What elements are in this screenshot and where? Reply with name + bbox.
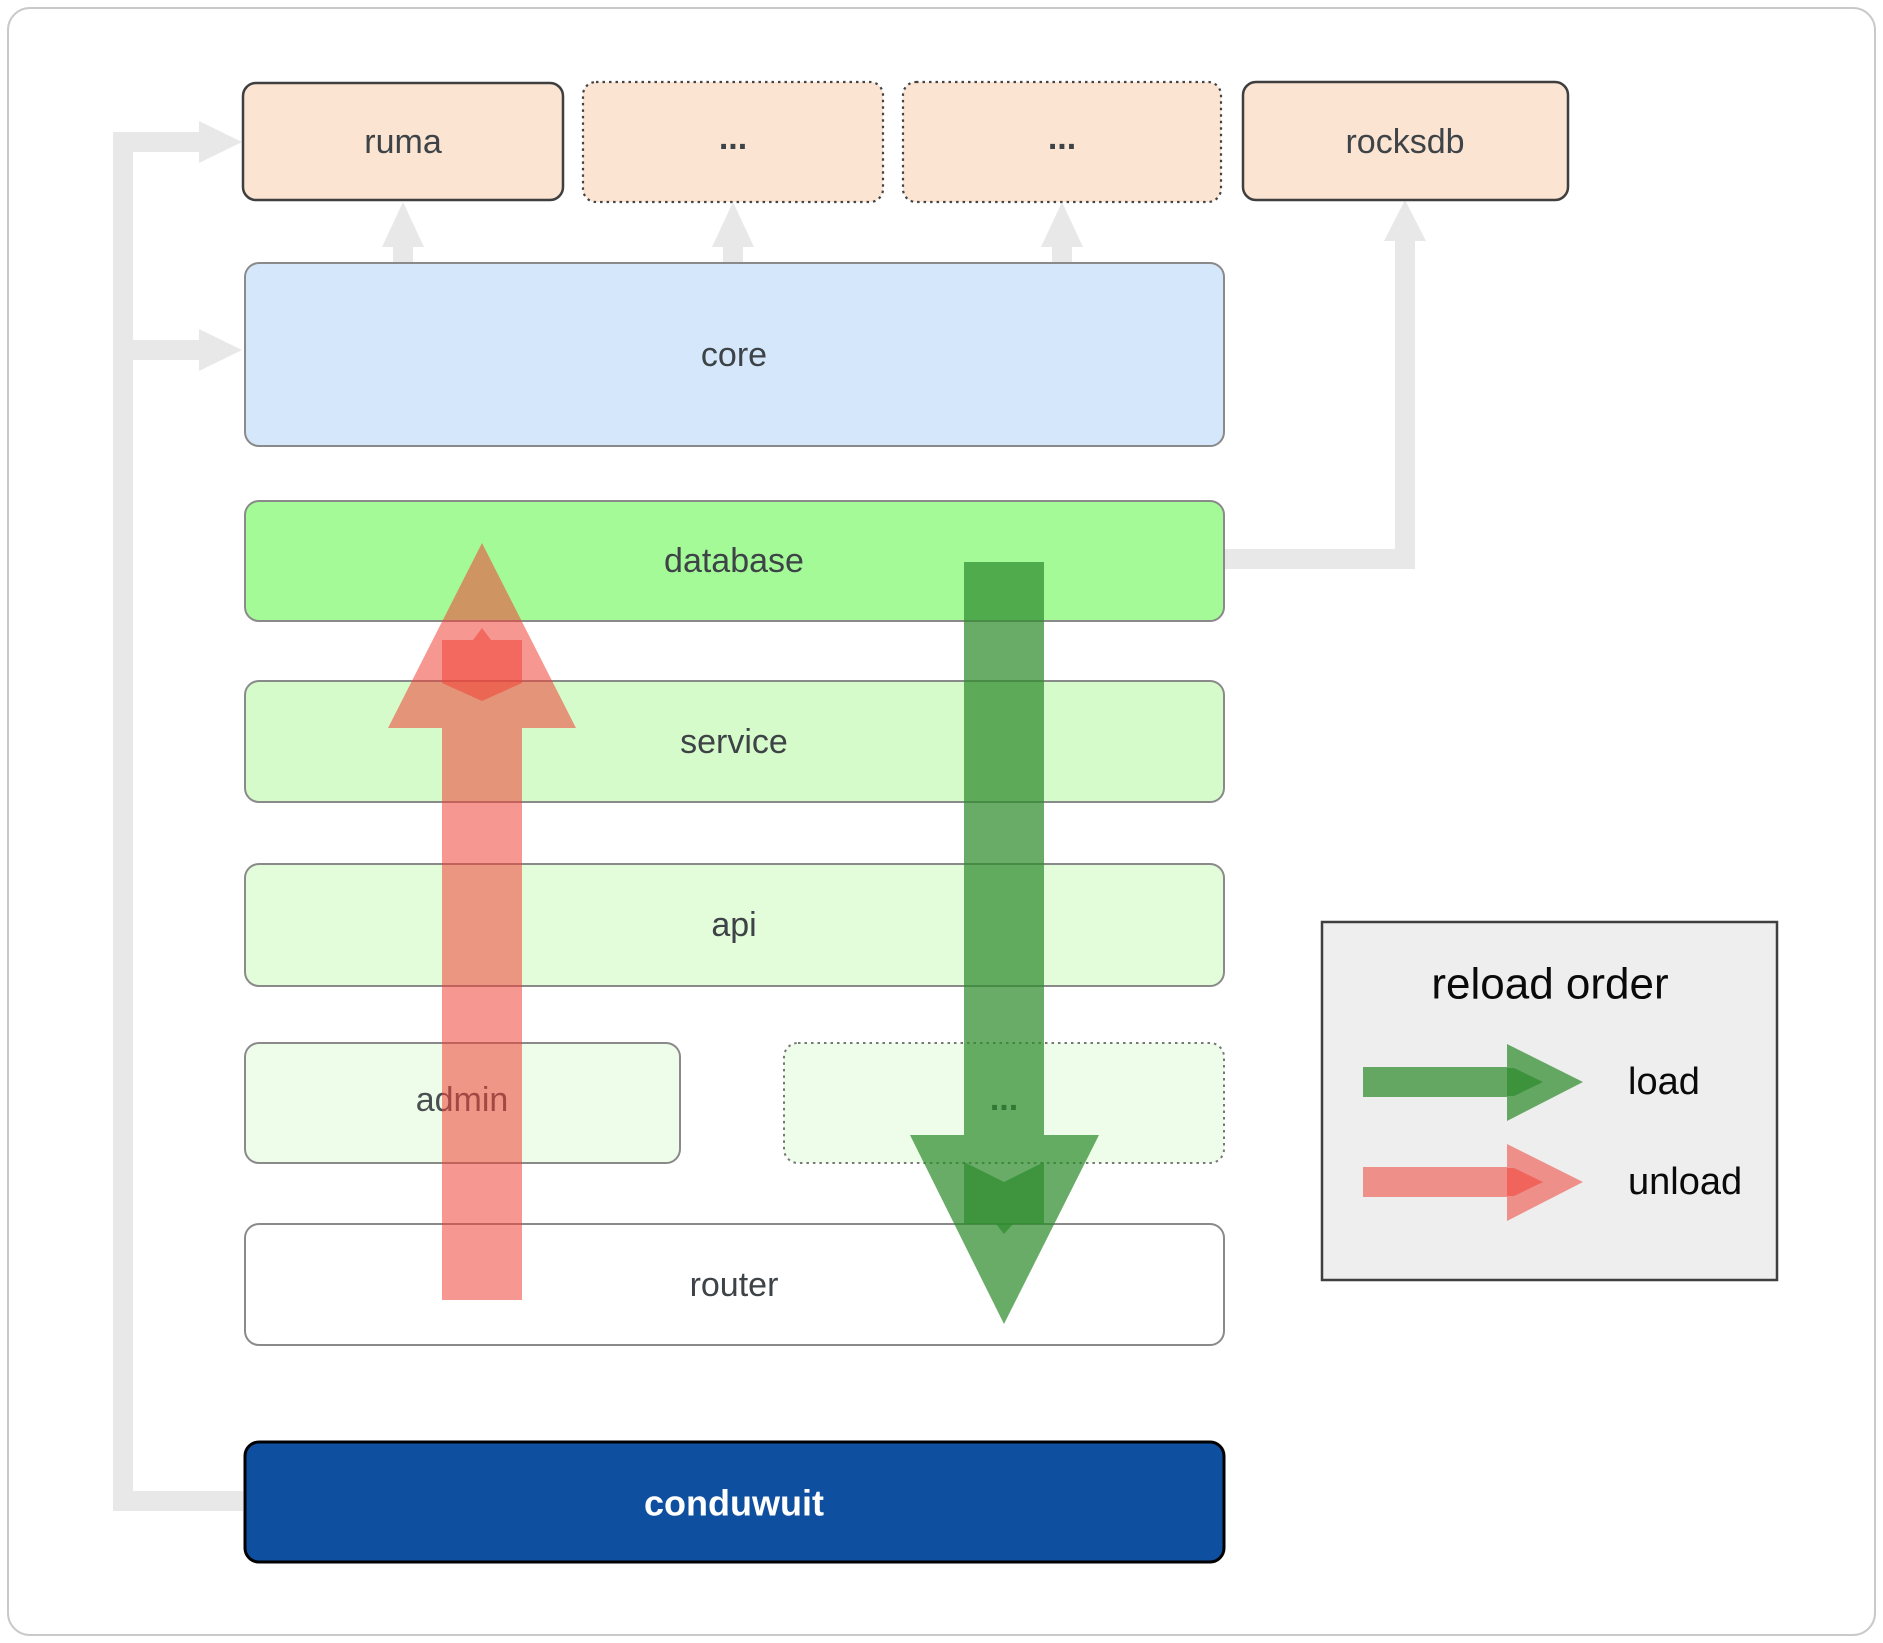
box-core: [244, 262, 1225, 447]
load-arrow-body: [910, 562, 1099, 1324]
box-rocksdb: [1241, 80, 1570, 202]
unload-arrow-body: [388, 543, 576, 1300]
connector-group: [113, 121, 1426, 1511]
arrowhead-into-core: [199, 329, 242, 371]
legend-unload-arrow: [1363, 1144, 1583, 1221]
label-conduwuit: conduwuit: [644, 1483, 824, 1524]
box-dep3: [901, 80, 1223, 204]
legend-load-arrow-echo: [1507, 1068, 1543, 1096]
arrowhead-into-rocksdb: [1384, 200, 1426, 241]
load-arrow: [910, 562, 1099, 1324]
box-dep2: [581, 80, 885, 204]
connector-conduwuit-to-ruma: [113, 132, 243, 1511]
label-dep3: ...: [1048, 119, 1076, 157]
label-dep2: ...: [719, 119, 747, 157]
legend-load-arrow: [1363, 1044, 1583, 1121]
legend-box: [1320, 920, 1779, 1282]
label-api: api: [711, 906, 756, 944]
label-core: core: [701, 336, 767, 374]
load-arrow-echo-head: [964, 1162, 1044, 1234]
label-rocksdb: rocksdb: [1345, 123, 1464, 161]
label-router: router: [690, 1266, 779, 1304]
arrowhead-core-to-ruma: [382, 202, 424, 247]
label-service: service: [680, 723, 788, 761]
label-ruma: ruma: [364, 123, 442, 161]
arrowhead-into-ruma: [199, 121, 242, 163]
legend: reload order load unload: [1320, 920, 1779, 1282]
unload-arrow-echo-head: [442, 628, 522, 701]
box-conduwuit: [243, 1440, 1226, 1564]
arrowhead-core-to-dep3: [1041, 202, 1083, 247]
legend-load-label: load: [1628, 1061, 1700, 1103]
box-ruma: [241, 81, 565, 202]
legend-unload-label: unload: [1628, 1161, 1742, 1203]
unload-arrow: [388, 543, 576, 1300]
label-database: database: [664, 542, 804, 580]
legend-unload-arrow-echo: [1507, 1168, 1543, 1196]
connector-database-to-rocksdb: [1224, 240, 1415, 569]
legend-title: reload order: [1431, 960, 1668, 1009]
arrowhead-core-to-dep2: [712, 202, 754, 247]
figure-border: [7, 7, 1876, 1636]
